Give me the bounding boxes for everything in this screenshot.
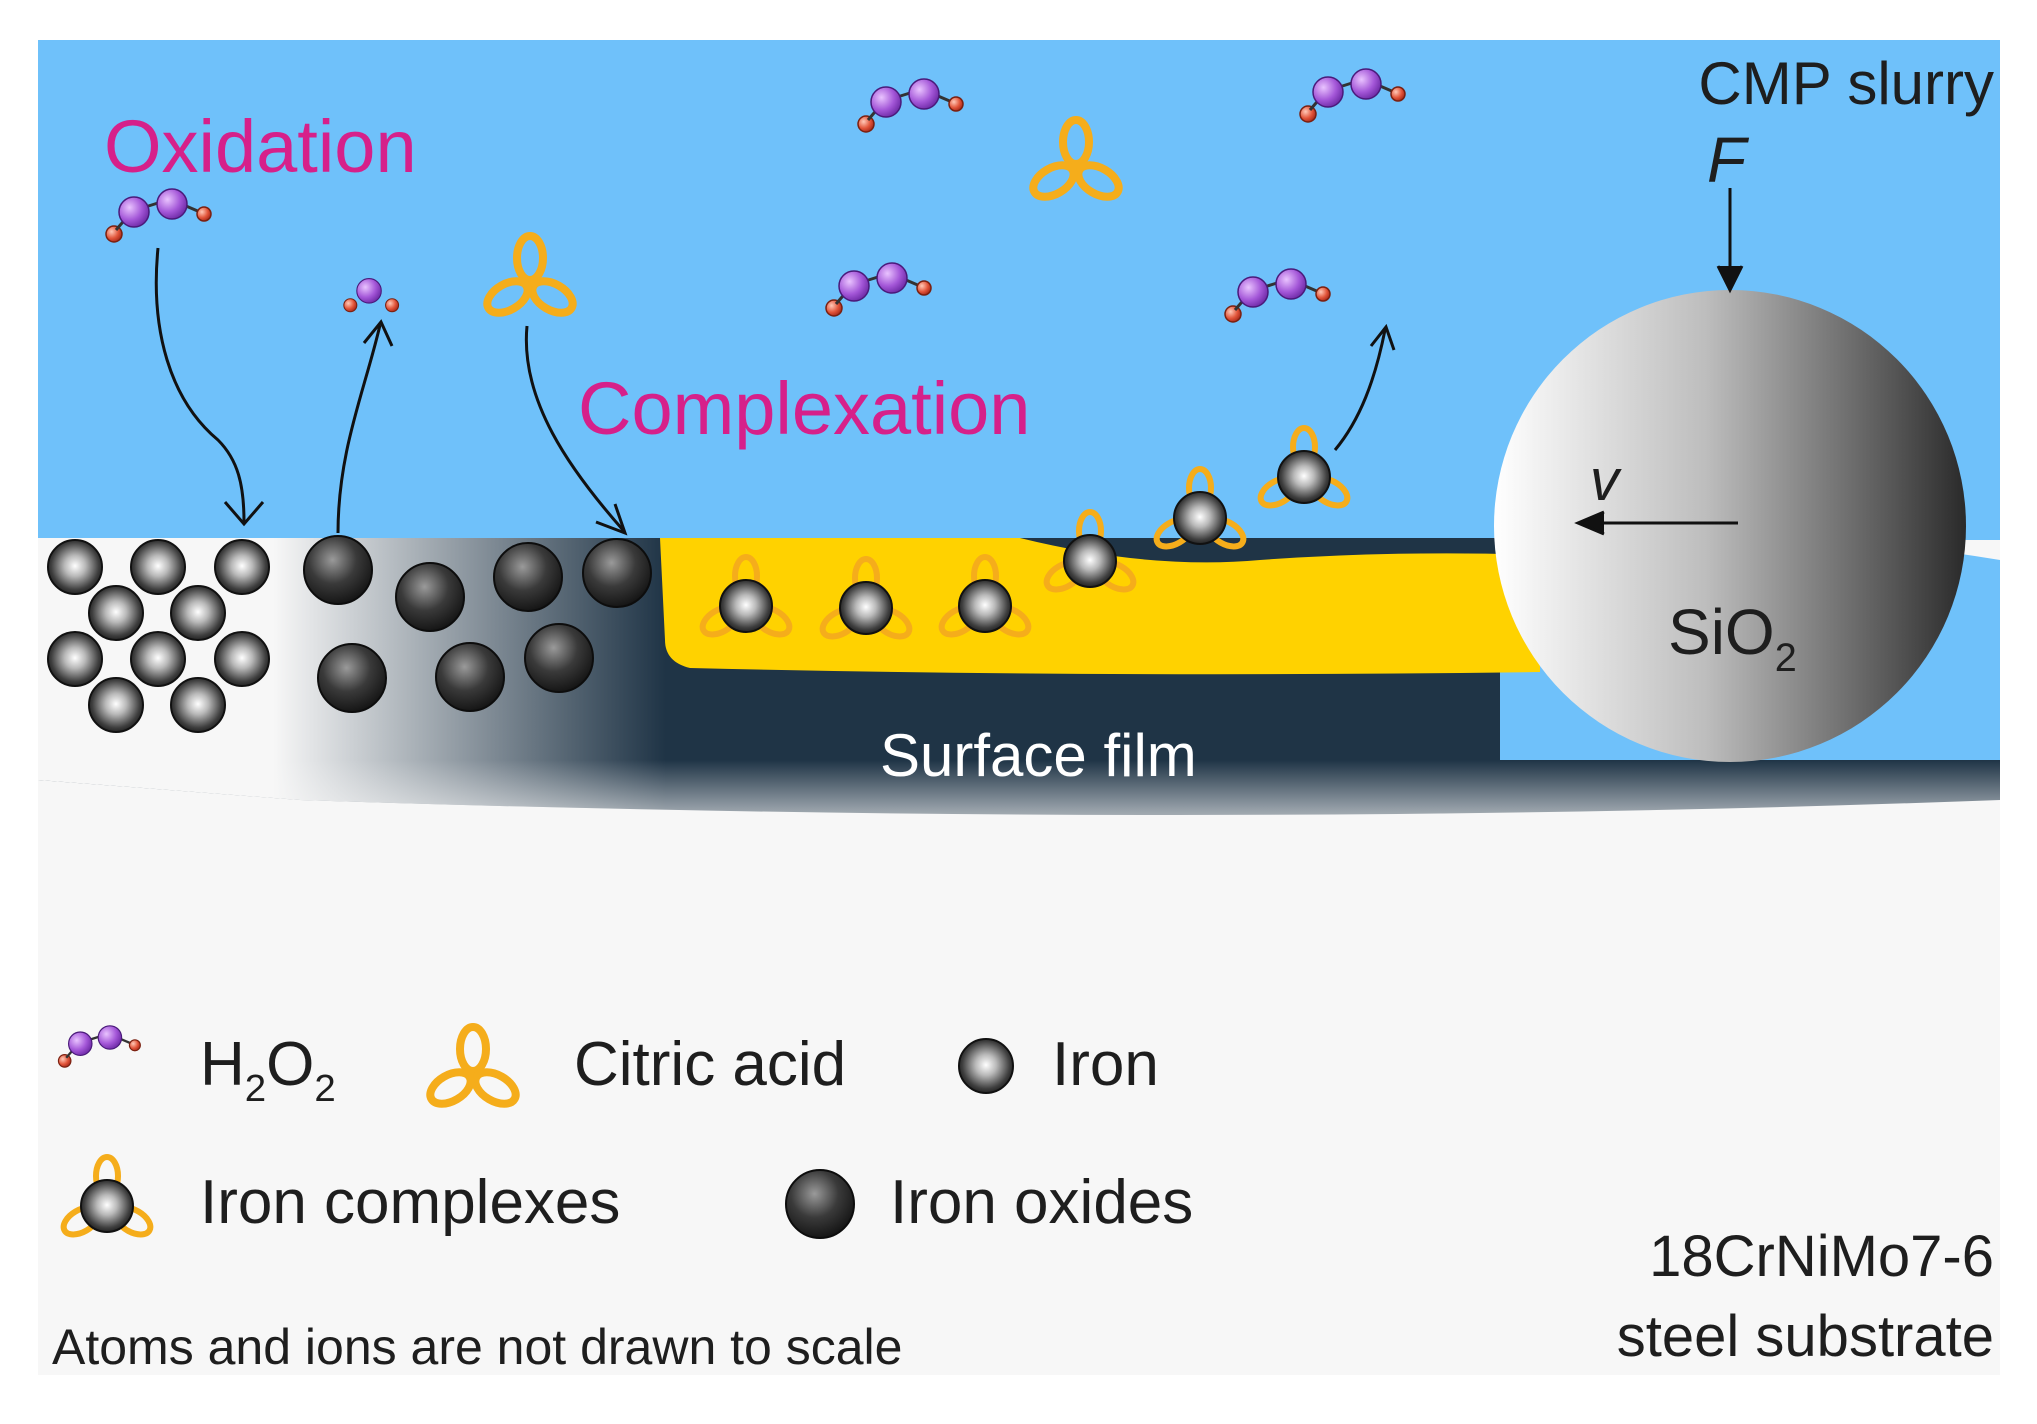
legend-citric-acid-label: Citric acid xyxy=(574,1030,847,1099)
iron-atom-icon xyxy=(958,1038,1014,1094)
legend-iron-oxides-label: Iron oxides xyxy=(890,1168,1194,1237)
reaction-arrows xyxy=(154,247,1396,536)
legend-iron-complexes-label: Iron complexes xyxy=(200,1168,621,1237)
complexation-label: Complexation xyxy=(578,367,1031,450)
scale-note: Atoms and ions are not drawn to scale xyxy=(52,1319,903,1375)
sio2-label: SiO2 xyxy=(1668,596,1797,680)
velocity-arrow xyxy=(1574,510,1738,536)
sio2-particle-icon xyxy=(1494,290,1966,762)
velocity-label: v xyxy=(1590,448,1619,513)
iron-oxide-icon xyxy=(785,1169,855,1239)
substrate-label-line1: 18CrNiMo7-6 xyxy=(1649,1224,1994,1289)
h2o2-molecules xyxy=(104,67,1407,324)
legend-iron-label: Iron xyxy=(1052,1030,1159,1099)
force-arrow xyxy=(1716,188,1744,294)
force-label: F xyxy=(1707,124,1747,196)
iron-complex-layer xyxy=(660,538,1540,675)
substrate-label-line2: steel substrate xyxy=(1616,1304,1994,1369)
cmp-slurry-label: CMP slurry xyxy=(1698,50,1994,117)
oxidation-label: Oxidation xyxy=(104,105,417,188)
legend-h2o2-label: H2O2 xyxy=(200,1030,336,1111)
surface-film-label: Surface film xyxy=(880,722,1197,789)
